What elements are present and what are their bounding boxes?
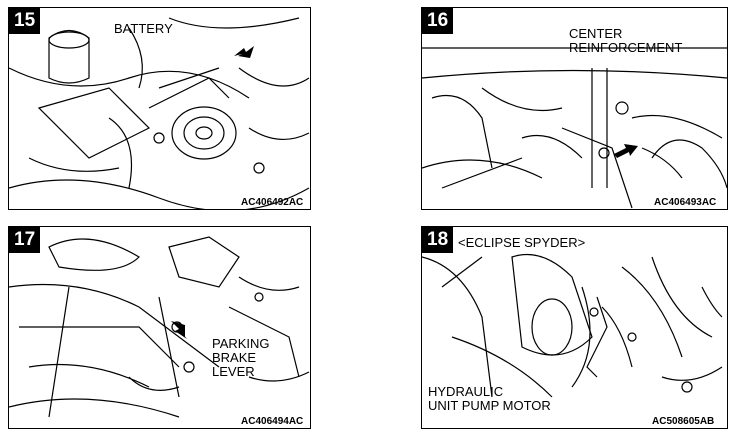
step-number: 17 bbox=[9, 227, 41, 253]
model-heading: <ECLIPSE SPYDER> bbox=[458, 235, 586, 250]
step-number: 18 bbox=[422, 227, 454, 253]
step-number: 15 bbox=[9, 8, 41, 34]
figure-panel-17: 17 PARKING BRAKE LEVER AC406494AC bbox=[8, 226, 311, 429]
engine-bay-illustration bbox=[9, 17, 310, 209]
parking-label: PARKING bbox=[212, 336, 270, 351]
center-reinforcement-illustration bbox=[422, 47, 727, 209]
figure-panel-16: 16 CENTER REINFORCEMENT AC406493AC bbox=[421, 7, 728, 210]
reinforcement-label: REINFORCEMENT bbox=[569, 40, 683, 55]
indicator-arrow-icon bbox=[171, 321, 187, 339]
parking-brake-illustration bbox=[9, 236, 310, 418]
indicator-arrow-icon bbox=[234, 46, 254, 58]
figure-code: AC406492AC bbox=[241, 197, 304, 208]
step-number: 16 bbox=[422, 8, 454, 34]
lever-label: LEVER bbox=[212, 364, 255, 379]
figure-panel-18: 18 <ECLIPSE SPYDER> HYDRAULIC UNIT PUMP … bbox=[421, 226, 728, 429]
indicator-arrow-icon bbox=[614, 144, 638, 158]
figure-code: AC508605AB bbox=[652, 416, 715, 427]
figure-code: AC406493AC bbox=[654, 197, 717, 208]
brake-label: BRAKE bbox=[212, 350, 257, 365]
figure-panel-15: 15 BATTERY AC406492AC bbox=[8, 7, 311, 210]
center-label: CENTER bbox=[569, 26, 623, 41]
pump-motor-label: UNIT PUMP MOTOR bbox=[428, 398, 551, 413]
battery-label: BATTERY bbox=[114, 21, 173, 36]
hydraulic-pump-illustration bbox=[422, 253, 723, 398]
figure-code: AC406494AC bbox=[241, 416, 304, 427]
hydraulic-label: HYDRAULIC bbox=[428, 384, 504, 399]
